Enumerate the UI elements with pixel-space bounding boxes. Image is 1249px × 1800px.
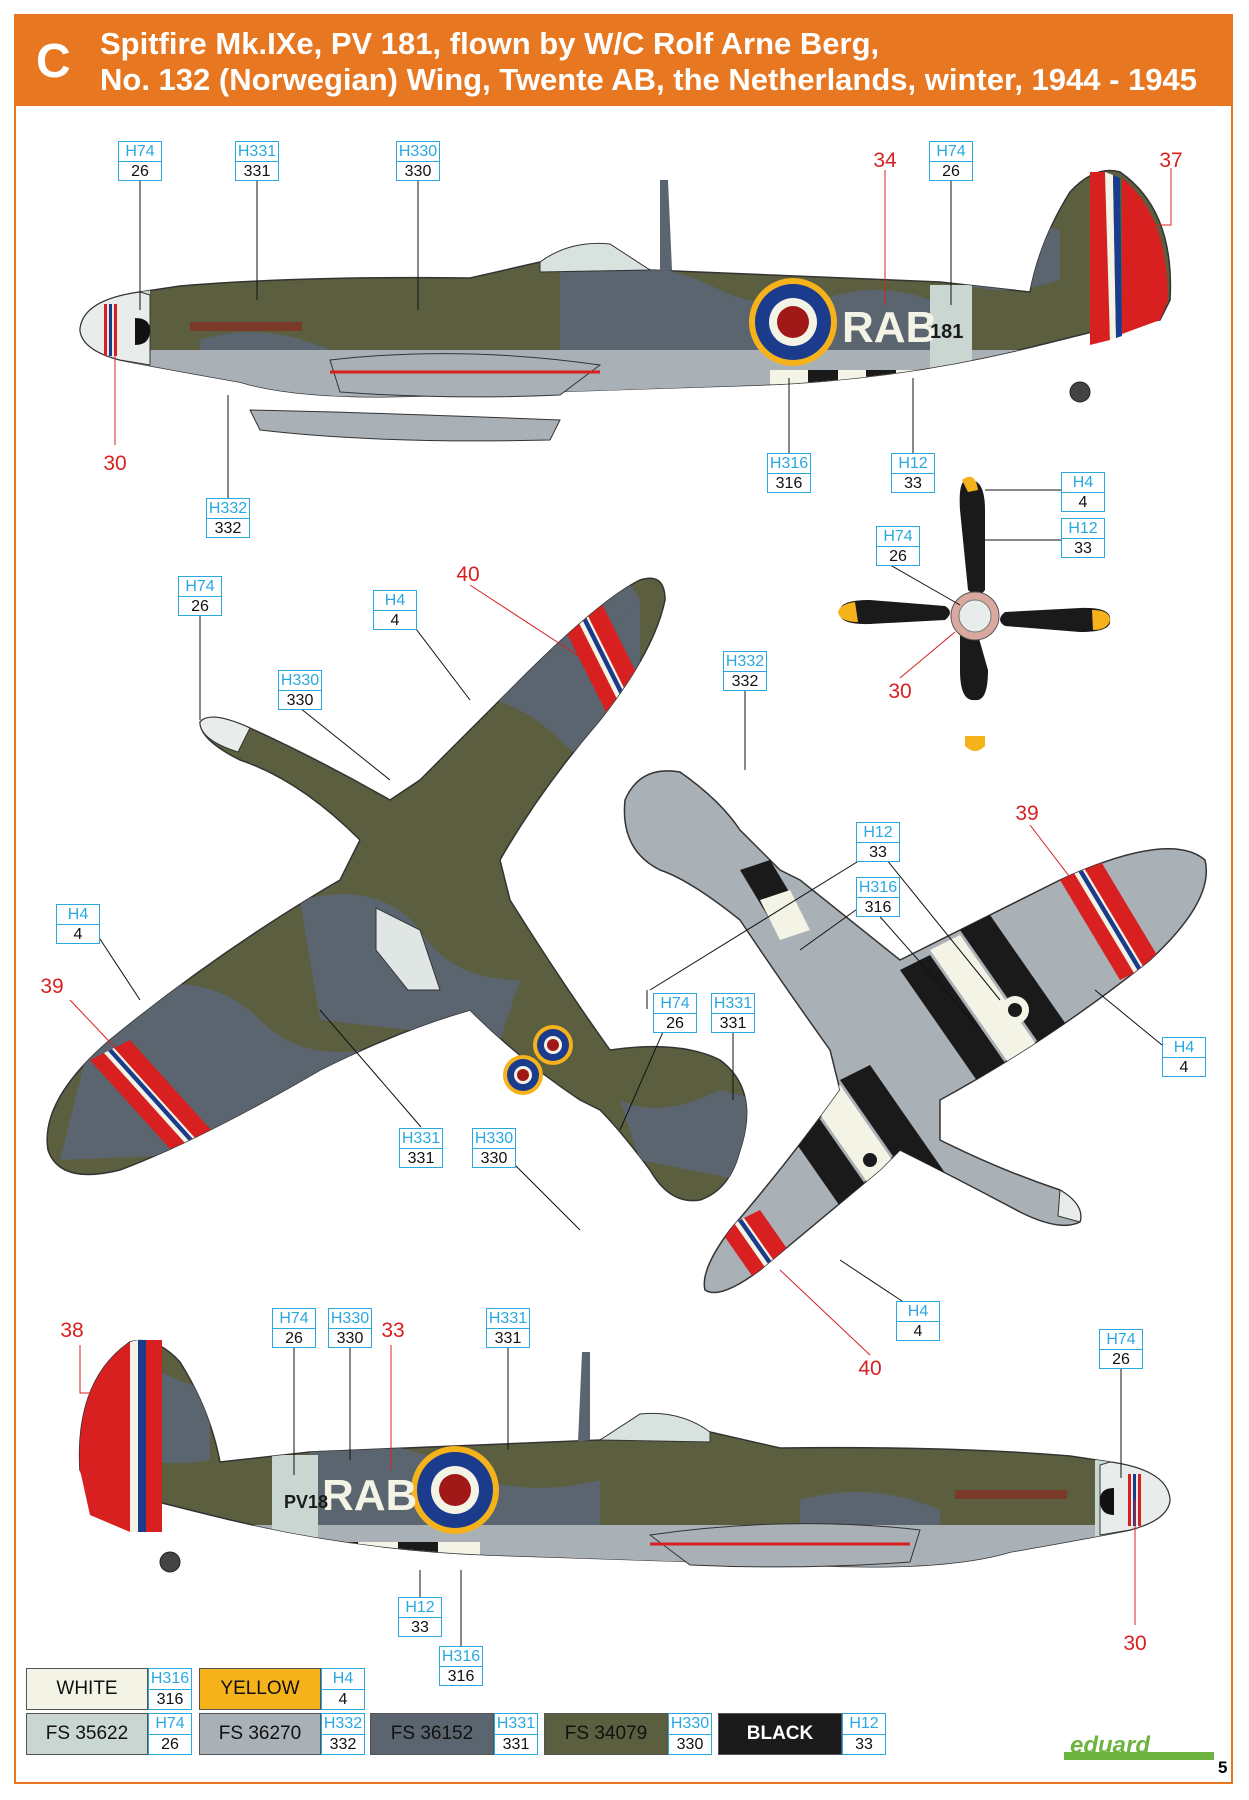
decal-39-top: 39: [40, 975, 64, 998]
leader-lines: [97, 180, 1163, 1650]
decal-40-top: 40: [456, 563, 480, 586]
profile-letter: C: [36, 35, 71, 88]
legend-swatch-fs35622: FS 35622: [26, 1713, 148, 1755]
bottom-view: [623, 770, 1207, 1294]
code-letters-right: RAB: [842, 303, 937, 352]
serial-right: 181: [930, 321, 963, 343]
header-bar: C Spitfire Mk.IXe, PV 181, flown by W/C …: [14, 14, 1233, 106]
decal-38: 38: [60, 1319, 84, 1342]
top-view: [46, 577, 748, 1202]
decal-leader-lines: [69, 168, 1172, 1625]
decal-39-bottom: 39: [1015, 802, 1039, 825]
brand-logo: eduard: [1070, 1732, 1151, 1759]
decal-33: 33: [381, 1319, 405, 1342]
decal-40-bottom: 40: [858, 1357, 882, 1380]
legend-swatch-fs34079: FS 34079: [544, 1713, 668, 1755]
page-number: 5: [1218, 1758, 1228, 1777]
legend-swatch-fs36270: FS 36270: [199, 1713, 321, 1755]
decal-30-prop: 30: [888, 680, 912, 703]
right-side-profile: RAB 181: [79, 169, 1172, 442]
title-line-1: Spitfire Mk.IXe, PV 181, flown by W/C Ro…: [100, 26, 880, 61]
serial-left: PV18: [284, 1492, 328, 1512]
decal-37: 37: [1159, 149, 1183, 172]
propeller: [838, 476, 1111, 751]
legend-swatch-black: BLACK: [718, 1713, 842, 1755]
legend-swatch-fs36152: FS 36152: [370, 1713, 494, 1755]
decal-34: 34: [873, 149, 897, 172]
left-side-profile: RAB PV18: [78, 1339, 1171, 1573]
code-letters-left: RAB: [322, 1471, 417, 1520]
title-line-2: No. 132 (Norwegian) Wing, Twente AB, the…: [100, 62, 1198, 97]
decal-30-left: 30: [1123, 1632, 1147, 1655]
decal-30-right: 30: [103, 452, 127, 475]
exhausts-right: [190, 322, 302, 331]
legend-swatch-yellow: YELLOW: [199, 1668, 321, 1710]
brand-stripe: [1064, 1752, 1214, 1760]
legend-swatch-white: WHITE: [26, 1668, 148, 1710]
